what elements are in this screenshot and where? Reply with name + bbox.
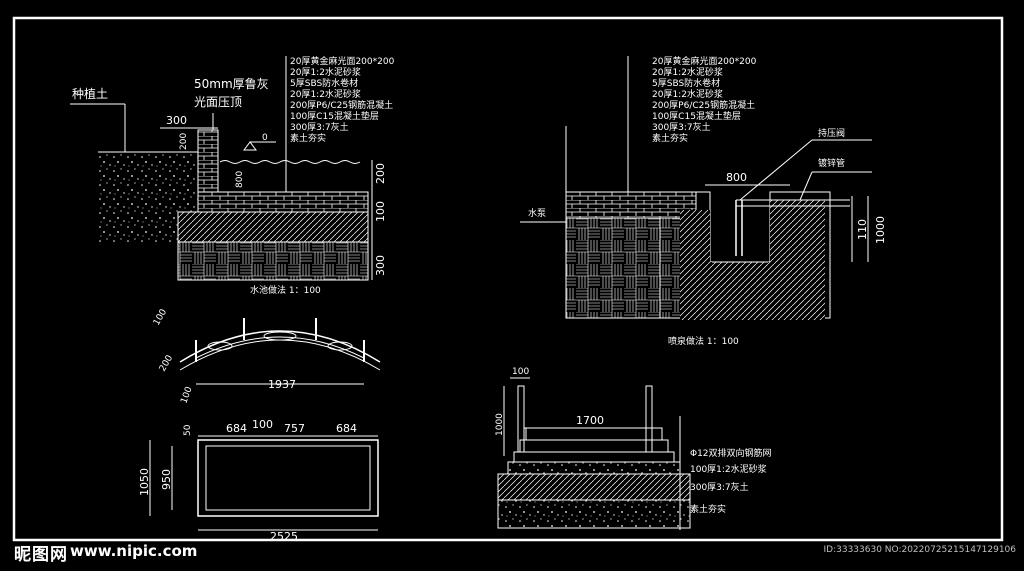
pipe-label: 镀锌管 xyxy=(818,157,845,169)
step-section: 100 1000 1700 Φ12双排双向钢筋网 100厚1:2水泥砂浆 300… xyxy=(495,367,772,530)
plan-dim-684b: 684 xyxy=(336,422,357,435)
dim-800-v: 800 xyxy=(235,171,245,188)
svg-text:20厚1:2水泥砂浆: 20厚1:2水泥砂浆 xyxy=(290,88,361,100)
bridge-dim-3: 100 xyxy=(179,385,194,405)
svg-text:Φ12双排双向钢筋网: Φ12双排双向钢筋网 xyxy=(690,447,772,459)
svg-text:200厚P6/C25钢筋混凝土: 200厚P6/C25钢筋混凝土 xyxy=(290,99,393,111)
pool-hatch xyxy=(177,211,369,243)
dim-200-v: 200 xyxy=(179,133,189,150)
dim-1000: 1000 xyxy=(874,216,887,244)
svg-text:300厚3:7灰土: 300厚3:7灰土 xyxy=(690,481,749,493)
bridge-span-dim: 1937 xyxy=(268,378,296,391)
step-dim-1000: 1000 xyxy=(495,413,505,436)
pool-section: 种植土 50mm厚鲁灰 光面压顶 20厚黄金麻光面200*200 20厚1:2水… xyxy=(70,55,395,296)
dim-300: 300 xyxy=(166,114,187,127)
pool-base xyxy=(177,241,369,281)
dim-right-300: 300 xyxy=(374,255,387,276)
svg-text:20厚1:2水泥砂浆: 20厚1:2水泥砂浆 xyxy=(652,66,723,78)
svg-text:300厚3:7灰土: 300厚3:7灰土 xyxy=(652,121,711,133)
svg-text:100厚C15混凝土垫层: 100厚C15混凝土垫层 xyxy=(290,110,379,122)
plan-dim-50: 50 xyxy=(183,424,193,436)
svg-text:20厚1:2水泥砂浆: 20厚1:2水泥砂浆 xyxy=(290,66,361,78)
pool-floor-layers xyxy=(197,191,369,213)
plan-dim-100: 100 xyxy=(252,418,273,431)
svg-text:300厚3:7灰土: 300厚3:7灰土 xyxy=(290,121,349,133)
coping-callout-2: 光面压顶 xyxy=(194,95,242,109)
pump-section: 800 20厚黄金麻光面200*200 20厚1:2水泥砂浆 5厚SBS防水卷材… xyxy=(520,55,887,347)
svg-text:5厚SBS防水卷材: 5厚SBS防水卷材 xyxy=(290,77,358,89)
svg-text:20厚黄金麻光面200*200: 20厚黄金麻光面200*200 xyxy=(652,55,757,67)
pool-layer-list: 20厚黄金麻光面200*200 20厚1:2水泥砂浆 5厚SBS防水卷材 20厚… xyxy=(290,55,395,144)
step-dim-100: 100 xyxy=(512,367,529,377)
dim-800: 800 xyxy=(726,171,747,184)
pool-caption: 水池做法 1：100 xyxy=(250,284,321,296)
dim-right-100: 100 xyxy=(374,201,387,222)
svg-text:100厚1:2水泥砂浆: 100厚1:2水泥砂浆 xyxy=(690,463,767,475)
svg-text:100厚C15混凝土垫层: 100厚C15混凝土垫层 xyxy=(652,110,741,122)
svg-text:素土夯实: 素土夯实 xyxy=(290,132,326,144)
dim-right-200: 200 xyxy=(374,163,387,184)
svg-text:素土夯实: 素土夯实 xyxy=(690,503,726,515)
svg-text:200厚P6/C25钢筋混凝土: 200厚P6/C25钢筋混凝土 xyxy=(652,99,755,111)
plan-dim-757: 757 xyxy=(284,422,305,435)
coping-callout-1: 50mm厚鲁灰 xyxy=(194,77,269,91)
step-dim-1700: 1700 xyxy=(576,414,604,427)
dim-0: 0 xyxy=(262,133,268,143)
drawing-frame xyxy=(12,16,1004,542)
bridge-plan: 684 100 757 684 50 1050 950 2525 xyxy=(138,418,379,543)
pump-layer-list: 20厚黄金麻光面200*200 20厚1:2水泥砂浆 5厚SBS防水卷材 20厚… xyxy=(652,55,757,144)
plan-dim-684a: 684 xyxy=(226,422,247,435)
watermark-id: ID:33333630 NO:20220725215147129106 xyxy=(823,545,1017,555)
watermark-logo: 昵图网 xyxy=(14,545,68,565)
pump-caption: 喷泉做法 1：100 xyxy=(668,335,739,347)
step-layer-list: Φ12双排双向钢筋网 100厚1:2水泥砂浆 300厚3:7灰土 素土夯实 xyxy=(690,447,772,515)
dim-110: 110 xyxy=(856,219,869,240)
plan-dim-2525: 2525 xyxy=(270,530,298,543)
planting-soil-label: 种植土 xyxy=(72,86,108,101)
pump-label: 水泵 xyxy=(528,207,546,219)
water-line xyxy=(219,160,361,164)
svg-text:20厚黄金麻光面200*200: 20厚黄金麻光面200*200 xyxy=(290,55,395,67)
plan-dim-1050: 1050 xyxy=(138,468,151,496)
bridge-elevation: 1937 100 200 100 xyxy=(152,307,381,405)
watermark-url: www.nipic.com xyxy=(70,542,198,560)
bridge-dim-1: 100 xyxy=(152,307,169,327)
valve-label: 持压阀 xyxy=(818,127,845,139)
svg-text:5厚SBS防水卷材: 5厚SBS防水卷材 xyxy=(652,77,720,89)
svg-text:20厚1:2水泥砂浆: 20厚1:2水泥砂浆 xyxy=(652,88,723,100)
bridge-dim-2: 200 xyxy=(158,353,175,373)
plan-dim-950: 950 xyxy=(160,469,173,490)
svg-text:素土夯实: 素土夯实 xyxy=(652,132,688,144)
